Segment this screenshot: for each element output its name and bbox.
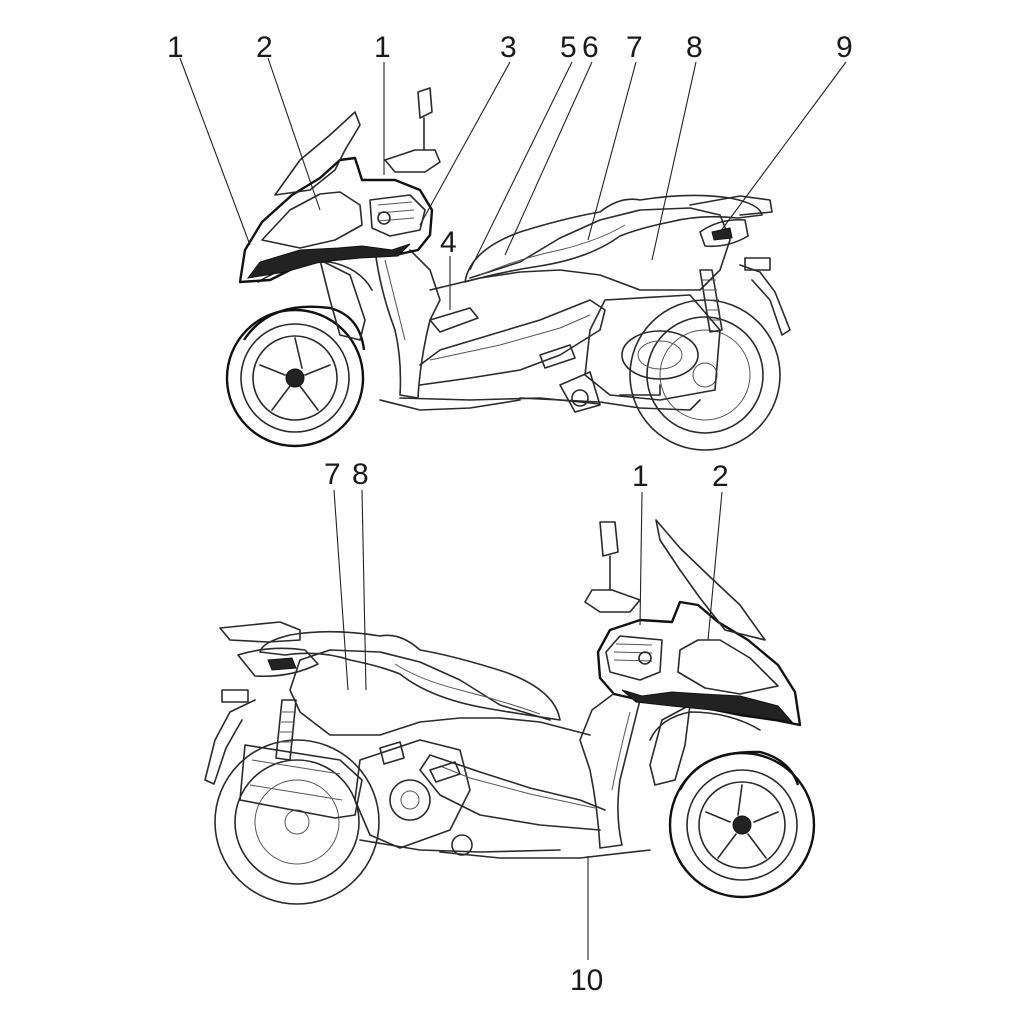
handlebar-mirror [384,87,441,173]
upper-callouts: 1 2 1 3 5 6 7 8 9 4 [167,31,853,310]
front-wheel [668,750,816,899]
rear-wheel [629,299,781,451]
rear-tail-section [689,195,773,248]
seat [464,194,763,283]
callout-label: 7 [626,31,643,64]
callout-label: 2 [256,31,273,64]
front-fairing [238,156,434,284]
engine-block [559,294,721,413]
rear-shock [275,699,297,761]
callout-label: 1 [167,31,184,64]
callout-label: 1 [632,460,649,493]
callout-label: 10 [570,964,603,997]
callout-label: 6 [582,31,599,64]
rear-tail-section [219,621,319,678]
callout-label: 4 [440,226,457,259]
callout-label: 9 [836,31,853,64]
windscreen [274,111,361,196]
scooter-left-side-view: 1 2 1 3 5 6 7 8 9 4 [167,31,853,451]
handlebar-mirror [584,521,641,613]
scooter-right-side-view: 7 8 1 2 10 [204,458,816,997]
callout-label: 8 [686,31,703,64]
exhaust-muffler [239,744,363,819]
callout-label: 2 [712,460,729,493]
front-fairing [596,600,802,727]
callout-label: 3 [500,31,517,64]
callout-label: 1 [374,31,391,64]
callout-label: 7 [324,458,341,491]
lower-callouts: 7 8 1 2 10 [324,458,729,997]
callout-label: 8 [352,458,369,491]
engine-block [354,739,561,856]
callout-label: 5 [560,31,577,64]
rear-wheel [214,739,380,905]
front-wheel [225,305,366,448]
windscreen [655,519,766,641]
seat [259,630,561,721]
